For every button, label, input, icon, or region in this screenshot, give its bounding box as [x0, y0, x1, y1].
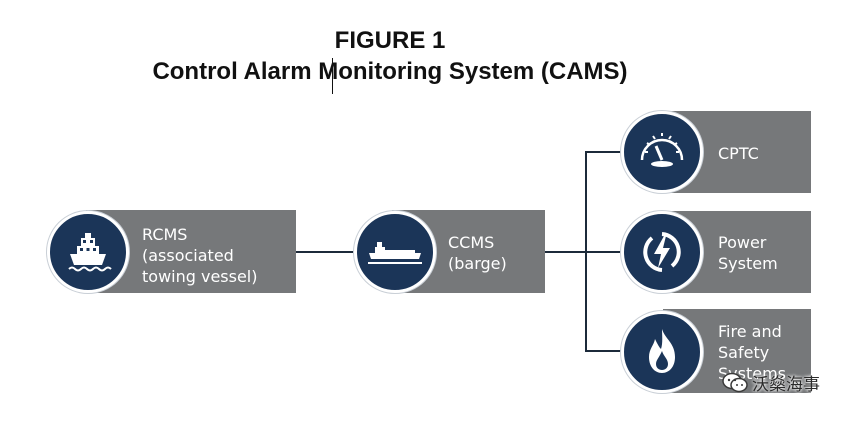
watermark-text: 沃燊海事 [752, 375, 820, 395]
ccms-node-circle [354, 211, 436, 293]
connector-to-fire [585, 350, 625, 352]
connector-to-power [586, 251, 626, 253]
figure-label: FIGURE 1 [334, 27, 446, 54]
text-cursor [332, 58, 333, 94]
fire-label-line2: Safety [718, 343, 770, 362]
rcms-node-circle [47, 211, 129, 293]
rcms-label-line2: (associated [142, 246, 234, 265]
gauge-icon [640, 133, 684, 167]
flame-icon [649, 329, 675, 373]
ccms-label-line1: CCMS [448, 233, 495, 252]
power-node-circle [621, 211, 703, 293]
cptc-label-line1: CPTC [718, 144, 759, 163]
rcms-label-line1: RCMS [142, 225, 188, 244]
rcms-label-line3: towing vessel) [142, 267, 258, 286]
figure-title: Control Alarm Monitoring System (CAMS) [152, 58, 628, 85]
watermark: 沃燊海事 [722, 370, 820, 395]
connector-to-cptc [585, 151, 625, 153]
connector-rcms-ccms [296, 251, 366, 253]
fire-label-line1: Fire and [718, 322, 782, 341]
cptc-node-circle [621, 111, 703, 193]
lightning-icon [643, 232, 681, 272]
ccms-label-line2: (barge) [448, 254, 507, 273]
fire-node-circle [621, 311, 703, 393]
power-label-line1: Power [718, 233, 767, 252]
barge-icon [368, 242, 422, 264]
power-label-line2: System [718, 254, 778, 273]
wechat-icon [722, 372, 748, 392]
ship-icon [68, 233, 112, 272]
connector-ccms-trunk [545, 251, 586, 253]
